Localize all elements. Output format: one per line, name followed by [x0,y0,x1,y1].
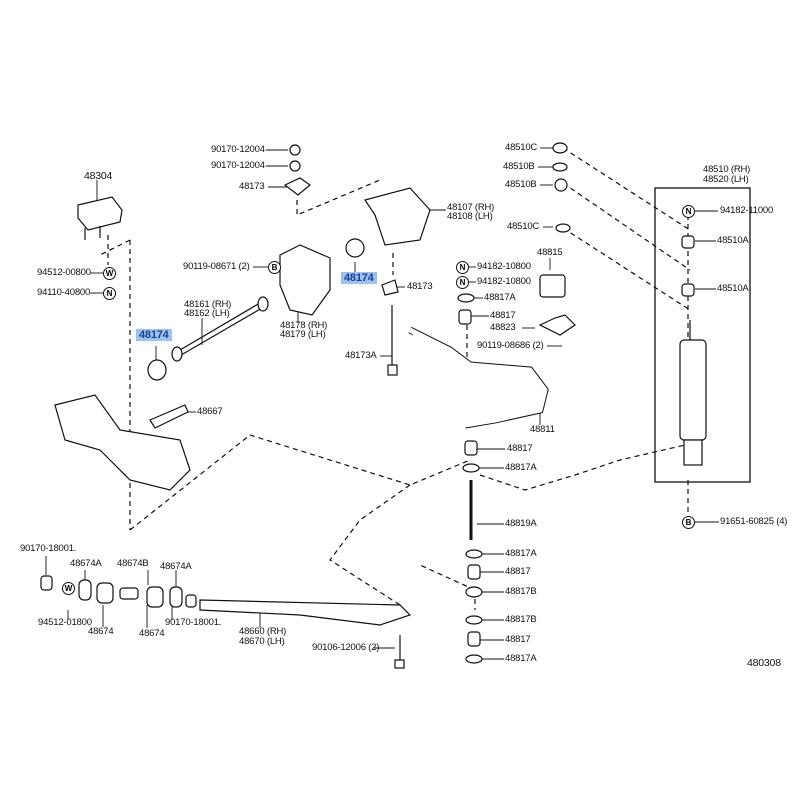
callout-48161[interactable]: 48161 (RH) [184,299,232,310]
callout-48660[interactable]: 48660 (RH) [239,626,287,637]
callout-48817b[interactable]: 48817B [505,586,537,597]
callout-94110-40800[interactable]: 94110-40800 [37,287,91,298]
callout-48817[interactable]: 48817 [505,566,531,577]
callout-94182-10800[interactable]: 94182-10800 [477,276,531,287]
callout-48173a[interactable]: 48173A [345,350,377,361]
callout-48510c[interactable]: 48510C [507,221,540,232]
callout-48173[interactable]: 48173 [239,181,265,192]
callout-94512-01800[interactable]: 94512-01800 [38,617,92,628]
callout-90170-12004[interactable]: 90170-12004 [211,160,265,171]
nut-symbol-icon: N [456,261,469,274]
callout-90170-12004[interactable]: 90170-12004 [211,144,265,155]
callout-48674a[interactable]: 48674A [160,561,192,572]
bolt-symbol-icon: B [682,516,695,529]
diagram-number: 480308 [747,657,781,669]
callout-48173[interactable]: 48173 [407,281,433,292]
callout-94512-00800[interactable]: 94512-00800 [37,267,91,278]
callout-48674[interactable]: 48674 [88,626,114,637]
callout-48815[interactable]: 48815 [537,247,563,258]
callout-48178[interactable]: 48178 (RH) [280,320,328,331]
callout-90170-18001[interactable]: 90170-18001. [20,543,77,554]
callout-48510[interactable]: 48510 (RH) [703,164,751,175]
callout-48510c[interactable]: 48510C [505,142,538,153]
callout-48817[interactable]: 48817 [490,310,516,321]
callout-48304[interactable]: 48304 [84,170,113,182]
callout-48817b[interactable]: 48817B [505,614,537,625]
callout-48817a[interactable]: 48817A [484,292,516,303]
washer-symbol-icon: W [62,582,75,595]
callout-48179[interactable]: 48179 (LH) [280,329,326,340]
callout-91651-60825[interactable]: 91651-60825 (4) [720,516,788,527]
nut-symbol-icon: N [103,287,116,300]
callout-48174-highlighted[interactable]: 48174 [341,272,377,284]
callout-90170-18001[interactable]: 90170-18001. [165,617,222,628]
nut-symbol-icon: N [682,205,695,218]
callout-94182-11000[interactable]: 94182-11000 [720,205,774,216]
callout-48674b[interactable]: 48674B [117,558,149,569]
part-shapes [40,142,707,669]
callout-48510b[interactable]: 48510B [505,179,537,190]
callout-48670[interactable]: 48670 (LH) [239,636,285,647]
callout-48817a[interactable]: 48817A [505,548,537,559]
callout-48819a[interactable]: 48819A [505,518,537,529]
callout-48108[interactable]: 48108 (LH) [447,211,493,222]
callout-48174-highlighted[interactable]: 48174 [136,329,172,341]
callout-48162[interactable]: 48162 (LH) [184,308,230,319]
callout-48520[interactable]: 48520 (LH) [703,174,749,185]
callout-94182-10800[interactable]: 94182-10800 [477,261,531,272]
shock-absorber-box [654,187,751,483]
callout-48817[interactable]: 48817 [507,443,533,454]
callout-90119-08686[interactable]: 90119-08686 (2) [477,340,544,351]
nut-symbol-icon: N [456,276,469,289]
washer-symbol-icon: W [103,267,116,280]
callout-48674[interactable]: 48674 [139,628,165,639]
callout-48667[interactable]: 48667 [197,406,223,417]
bolt-symbol-icon: B [268,261,281,274]
callout-48510b[interactable]: 48510B [503,161,535,172]
callout-90119-08671[interactable]: 90119-08671 (2) [183,261,250,272]
callout-48811[interactable]: 48811 [530,424,555,435]
callout-48510a[interactable]: 48510A [717,283,749,294]
leader-lines [45,147,719,660]
callout-48817[interactable]: 48817 [505,634,531,645]
callout-48817a[interactable]: 48817A [505,653,537,664]
callout-48510a[interactable]: 48510A [717,235,749,246]
callout-48823[interactable]: 48823 [490,322,516,333]
callout-48107[interactable]: 48107 (RH) [447,202,495,213]
callout-48817a[interactable]: 48817A [505,462,537,473]
callout-48674a[interactable]: 48674A [70,558,102,569]
callout-90106-12006[interactable]: 90106-12006 (2) [312,642,380,653]
